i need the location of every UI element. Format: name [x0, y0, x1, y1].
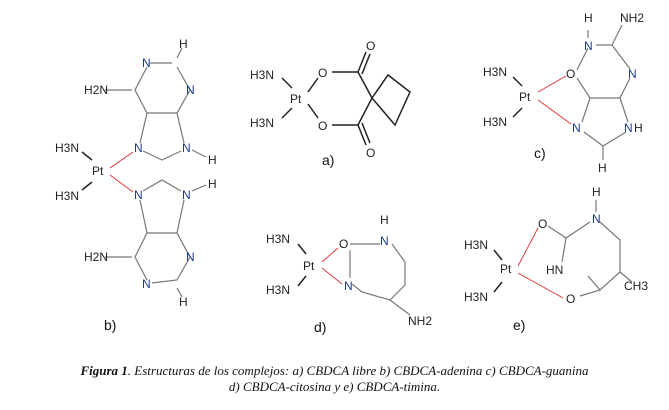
figure-number: Figura 1 — [80, 363, 128, 378]
structure-b-adenine: H3N Pt H3N N H N H2N N N H N N H H2N N N… — [55, 37, 217, 333]
structures-diagram: H3N Pt H3N N H N H2N N N H N N H H2N N N… — [55, 11, 648, 335]
atom-label: H3N — [483, 115, 507, 129]
atom-label: H — [179, 295, 188, 309]
atom-label: H3N — [464, 290, 488, 304]
atom-label: Pt — [92, 164, 104, 178]
atom-label: N — [624, 121, 633, 135]
atom-label: Pt — [303, 259, 315, 273]
atom-label: H3N — [266, 283, 290, 297]
atom-label: H3N — [250, 116, 274, 130]
atom-label: N — [134, 141, 143, 155]
atom-label: O — [318, 66, 327, 80]
caption-text: . Estructuras de los complejos: a) CBDCA… — [127, 363, 589, 378]
atom-label: N — [134, 188, 143, 202]
atom-label: H — [380, 213, 389, 227]
atom-label: CH3 — [624, 279, 648, 293]
panel-label-b: b) — [104, 317, 116, 333]
atom-label: H3N — [483, 65, 507, 79]
atom-label: N — [344, 279, 353, 293]
atom-label: H — [598, 161, 607, 175]
atom-label: H2N — [84, 250, 108, 264]
atom-label: N — [584, 39, 593, 53]
atom-label: H — [634, 121, 643, 135]
atom-label: Pt — [519, 90, 531, 104]
atom-label: O — [366, 39, 375, 53]
structure-d-cytosine: H3N Pt H3N O N H N NH2 d) — [266, 213, 432, 335]
atom-label: O — [339, 237, 348, 251]
atom-label: N — [592, 212, 601, 226]
atom-label: N — [182, 188, 191, 202]
caption-line-2: d) CBDCA-citosina y e) CBDCA-timina. — [228, 379, 441, 394]
caption-line-1: Figura 1. Estructuras de los complejos: … — [0, 363, 669, 379]
structure-e-thymine: H3N Pt H3N O H N HN O CH3 e) — [464, 185, 648, 333]
atom-label: H — [208, 153, 217, 167]
atom-label: HN — [546, 263, 563, 277]
atom-label: Pt — [500, 262, 512, 276]
atom-label: H3N — [55, 189, 79, 203]
atom-label: O — [538, 217, 547, 231]
atom-label: H — [208, 177, 217, 191]
atom-label: N — [628, 67, 637, 81]
atom-label: H3N — [266, 232, 290, 246]
atom-label: H2N — [84, 83, 108, 97]
atom-label: N — [186, 250, 195, 264]
atom-label: H3N — [55, 141, 79, 155]
atom-label: NH2 — [408, 314, 432, 328]
atom-label: O — [366, 146, 375, 160]
structure-a-cbdca: H3N Pt H3N O O O O a) — [250, 39, 411, 168]
structure-c-guanine: H3N Pt H3N H NH2 N N O N N H H c) — [483, 11, 644, 175]
atom-label: O — [566, 67, 575, 81]
atom-label: NH2 — [620, 11, 644, 25]
atom-label: H — [592, 185, 601, 199]
figure-caption: Figura 1. Estructuras de los complejos: … — [0, 363, 669, 395]
atom-label: N — [186, 83, 195, 97]
atom-label: H — [179, 37, 188, 51]
atom-label: N — [182, 141, 191, 155]
panel-label-e: e) — [513, 317, 525, 333]
atom-label: H — [584, 11, 593, 25]
atom-label: N — [380, 234, 389, 248]
panel-label-d: d) — [314, 319, 326, 335]
panel-label-c: c) — [534, 145, 546, 161]
atom-label: O — [318, 119, 327, 133]
atom-label: H3N — [250, 68, 274, 82]
atom-label: N — [572, 121, 581, 135]
atom-label: O — [566, 292, 575, 306]
atom-label: Pt — [290, 92, 302, 106]
atom-label: H3N — [464, 238, 488, 252]
atom-label: N — [142, 56, 151, 70]
panel-label-a: a) — [322, 152, 334, 168]
atom-label: N — [142, 277, 151, 291]
